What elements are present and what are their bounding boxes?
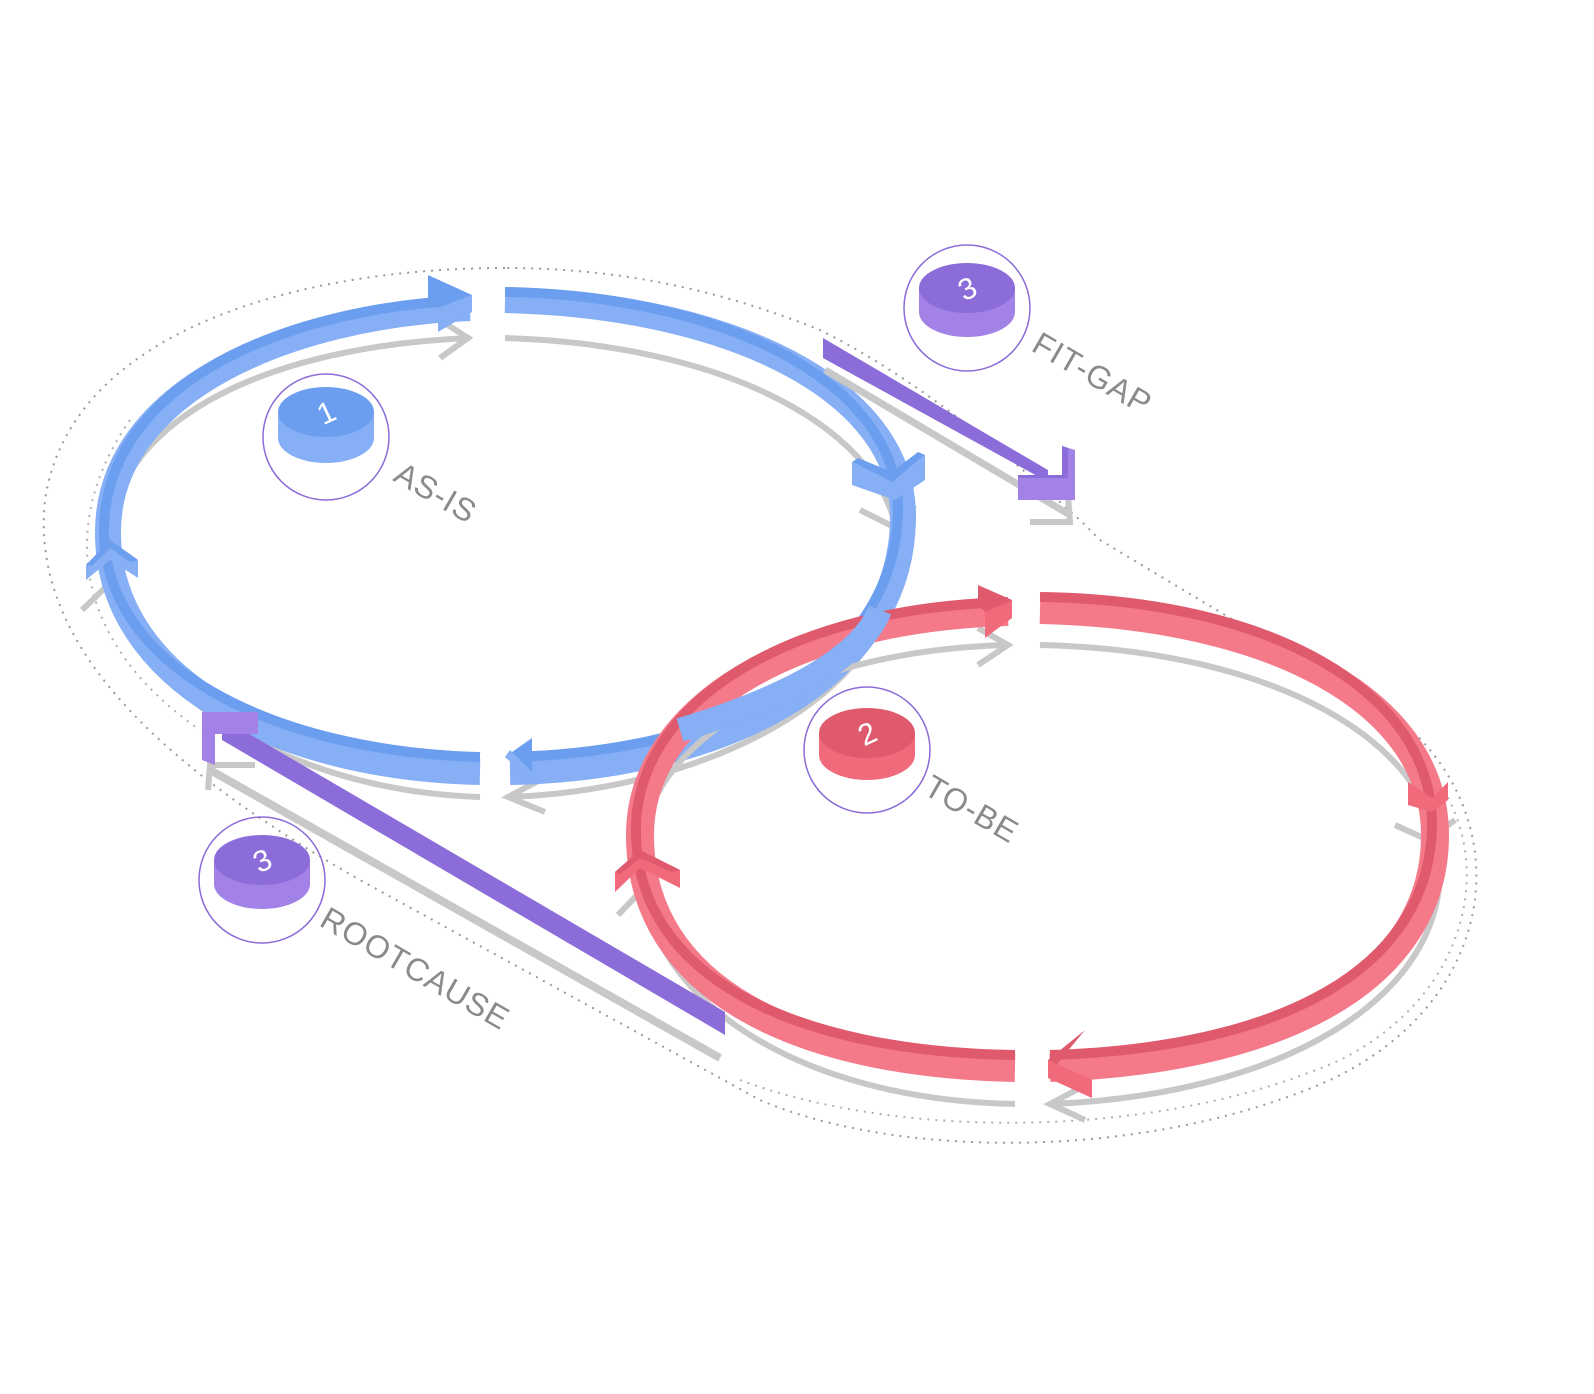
to-be-arrow-top-side <box>985 600 1012 638</box>
to-be-shadow-arrow-bottom <box>1043 1085 1087 1123</box>
fit-gap-badge: 3 <box>903 244 1031 372</box>
as-is-arrow-top-side <box>438 295 472 332</box>
rootcause-label: ROOTCAUSE <box>315 900 516 1037</box>
rootcause-badge-ring <box>198 816 326 944</box>
as-is-overlap-segment <box>676 604 892 742</box>
fit-gap-link <box>823 338 1075 525</box>
to-be-ring-top <box>630 592 1438 1060</box>
as-is-badge: 1 <box>262 373 390 501</box>
as-is-shadow-arrow-bottom <box>500 777 547 815</box>
as-is-arrow-bottom-side <box>505 750 532 780</box>
inner-dotted-boundary <box>86 419 1468 1124</box>
as-is-badge-ring <box>262 373 390 501</box>
rootcause-arrow-body <box>222 718 725 1035</box>
fit-gap-badge-top <box>919 263 1015 313</box>
rootcause-shadow <box>208 766 722 1062</box>
to-be-loop <box>615 585 1457 1123</box>
as-is-arrow-left <box>86 540 138 580</box>
as-is-arrow-right-top <box>852 452 925 482</box>
as-is-arrow-right <box>852 455 925 500</box>
outer-dotted-boundary <box>42 266 1478 1144</box>
fit-gap-shadow-head <box>1030 494 1074 525</box>
rootcause-badge: 3 <box>198 816 326 944</box>
to-be-badge: 2 <box>803 686 931 814</box>
as-is-label: AS-IS <box>389 455 484 530</box>
as-is-arrow-left-top <box>86 540 138 566</box>
fit-gap-label: FIT-GAP <box>1027 325 1159 422</box>
fit-gap-arrow-head <box>1018 446 1075 500</box>
as-is-badge-top <box>278 387 374 437</box>
rootcause-shadow-head <box>205 762 255 791</box>
to-be-badge-top <box>819 708 915 758</box>
to-be-label: TO-BE <box>919 768 1026 850</box>
rootcause-link <box>202 712 725 1062</box>
to-be-arrow-left-top <box>615 850 680 874</box>
fit-gap-arrow-head-top <box>1018 446 1068 478</box>
fit-gap-badge-ring <box>903 244 1031 372</box>
to-be-arrow-right <box>1408 782 1448 812</box>
to-be-badge-ring <box>803 686 931 814</box>
to-be-arrow-bottom-side <box>1048 1060 1092 1098</box>
as-is-shadow-arrow-top <box>438 317 474 361</box>
rootcause-badge-top <box>214 835 310 885</box>
rootcause-arrow-head <box>202 712 258 765</box>
fit-gap-arrow-body <box>823 338 1048 482</box>
